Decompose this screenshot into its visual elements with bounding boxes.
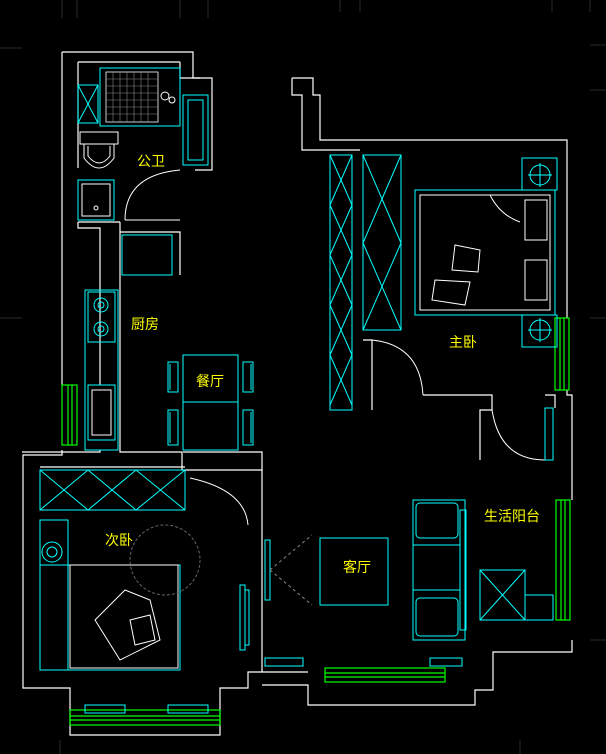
label-second-bedroom: 次卧 bbox=[105, 533, 133, 549]
furniture bbox=[39, 67, 558, 714]
kitchen-counter bbox=[84, 289, 119, 451]
gas-stove bbox=[87, 291, 116, 343]
bathroom-door bbox=[124, 169, 181, 221]
coffee-table bbox=[319, 537, 389, 606]
towel-rack bbox=[182, 94, 209, 166]
fridge bbox=[121, 234, 173, 276]
shower-tray bbox=[99, 67, 181, 127]
second-bed bbox=[39, 519, 201, 671]
bath-cabinet bbox=[77, 84, 99, 124]
second-wardrobe bbox=[39, 469, 186, 511]
kitchen-sink bbox=[87, 384, 116, 441]
master-door bbox=[371, 339, 424, 396]
label-public-bathroom: 公卫 bbox=[137, 154, 165, 170]
master-wardrobe bbox=[329, 154, 402, 411]
washing-machine bbox=[479, 569, 554, 621]
dining-table bbox=[167, 354, 254, 451]
master-bed bbox=[414, 157, 558, 348]
walls bbox=[22, 51, 573, 736]
label-living-room: 客厅 bbox=[343, 560, 371, 576]
windows bbox=[61, 317, 571, 726]
second-bedroom-door bbox=[189, 477, 249, 526]
radiators bbox=[84, 657, 463, 714]
label-dining-room: 餐厅 bbox=[196, 374, 224, 390]
balcony-door bbox=[491, 408, 546, 461]
living-tv bbox=[239, 534, 313, 651]
sofa bbox=[412, 499, 467, 641]
toilet bbox=[79, 131, 119, 169]
wash-basin bbox=[77, 179, 115, 221]
label-living-balcony: 生活阳台 bbox=[484, 509, 540, 525]
label-master-bedroom: 主卧 bbox=[449, 335, 477, 351]
label-kitchen: 厨房 bbox=[131, 317, 159, 333]
